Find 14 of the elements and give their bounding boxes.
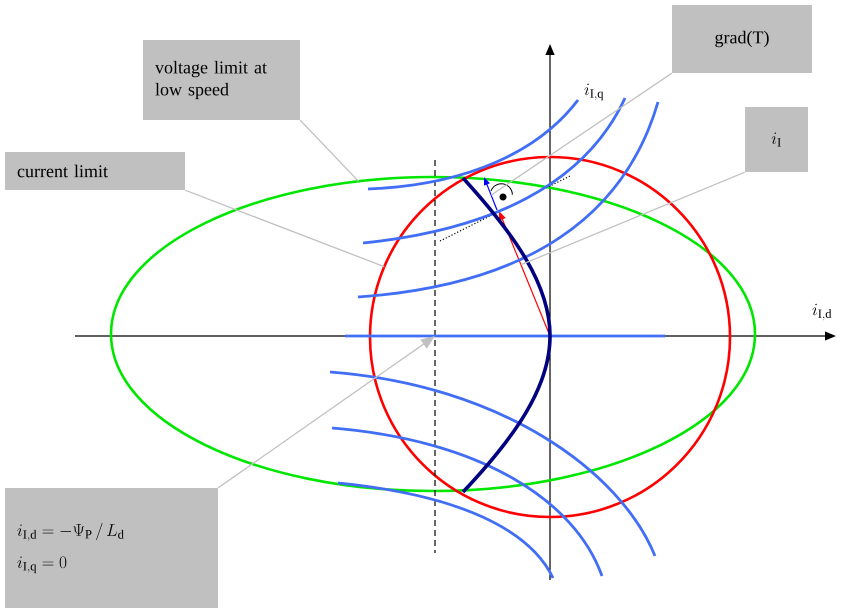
callout-box: grad(T) — [672, 5, 812, 73]
callout-box: $i_{\mathrm{I,d}} = -\Psi_{\mathrm{P}} \,/\, L_{\mathrm{d}}$ $i_{\mathrm{I,q}} = 0$ — [5, 488, 218, 608]
leader-line — [184, 190, 385, 268]
ellipse — [110, 176, 756, 492]
circle — [368, 156, 732, 518]
leader-line — [520, 172, 746, 266]
axis-label: $i_{\mathrm{I,q}}$ — [584, 84, 604, 100]
callout-box: $i_{\mathrm{I}}$ — [745, 107, 808, 172]
leader-line — [300, 120, 359, 182]
axis-label: $i_{\mathrm{I,d}}$ — [812, 304, 832, 320]
dashed-line — [434, 160, 436, 553]
callout-box: voltage limit at low speed — [143, 40, 300, 120]
callout-box: current limit — [5, 152, 185, 190]
leader-line — [490, 72, 672, 196]
